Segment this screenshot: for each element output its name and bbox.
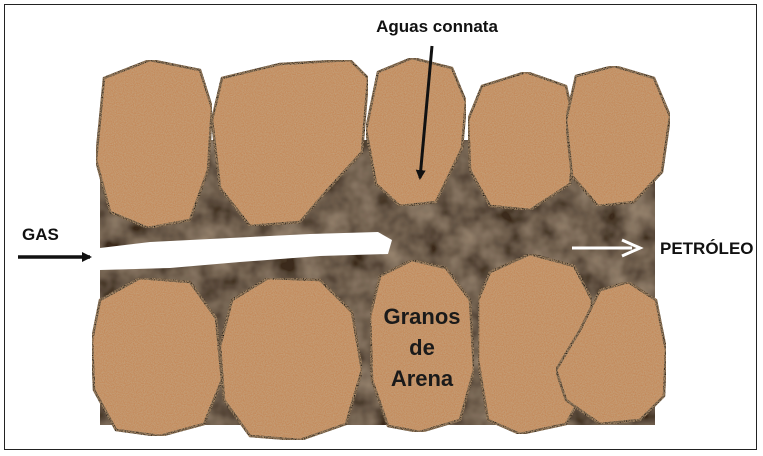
sand-grains-label-line1: Granos: [383, 304, 460, 329]
oil-label: PETRÓLEO: [660, 239, 754, 258]
gas-label: GAS: [22, 225, 59, 244]
sand-grain: [92, 278, 222, 436]
sand-grain: [220, 278, 362, 440]
sand-grain: [96, 60, 212, 228]
sand-grains-label-line2: de: [409, 335, 435, 360]
connate-water-label: Aguas connata: [376, 17, 498, 36]
sand-grains-label-line3: Arena: [391, 366, 454, 391]
sand-grain: [468, 72, 576, 210]
